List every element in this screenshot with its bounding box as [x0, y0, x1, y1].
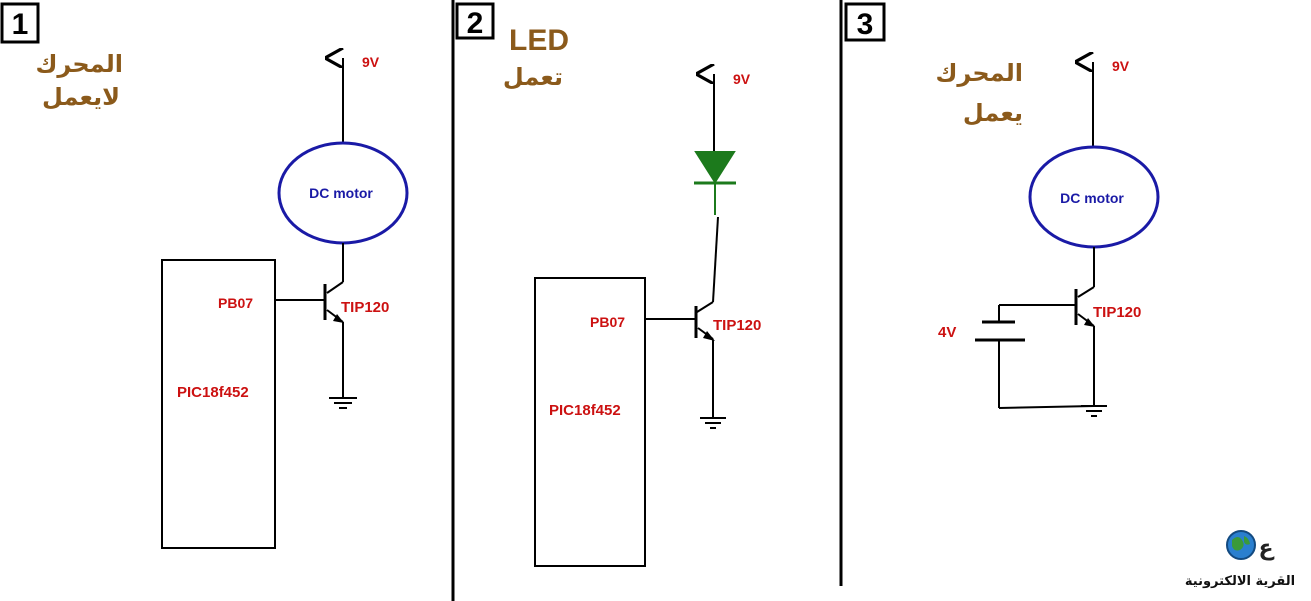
ground-icon	[329, 397, 357, 409]
battery-icon	[975, 304, 1095, 409]
panel-3: 3 المحرك يعمل 9V DC motor TIP120	[844, 2, 1160, 417]
status-line-1: المحرك	[935, 59, 1023, 87]
transistor-label: TIP120	[713, 317, 761, 334]
panel-number-box	[455, 2, 495, 40]
supply-label: 9V	[362, 54, 380, 70]
motor-label: DC motor	[1060, 190, 1124, 206]
logo-text: القرية الالكترونية	[1185, 574, 1295, 589]
status-line-2: لايعمل	[42, 83, 120, 111]
panel-1: 1 المحرك لايعمل 9V DC motor TIP120 PB07 …	[0, 2, 409, 549]
pic-chip	[534, 277, 646, 567]
pin-label: PB07	[218, 295, 253, 311]
collector	[696, 301, 714, 313]
emitter-arrow-icon	[1084, 318, 1095, 327]
logo: ع القرية الالكترونية	[1185, 530, 1295, 589]
status-line-1: LED	[509, 24, 569, 57]
supply-label: 9V	[1112, 58, 1130, 74]
panel-2: 2 LED تعمل 9V TIP120 PB07 PIC18f452	[455, 2, 761, 567]
chip-label: PIC18f452	[549, 402, 621, 419]
supply-label: 9V	[733, 71, 751, 87]
panel-number: 2	[467, 7, 484, 40]
pin-label: PB07	[590, 314, 625, 330]
logo-glyph: ع	[1258, 536, 1274, 561]
motor-label: DC motor	[309, 185, 373, 201]
panel-number-box	[844, 2, 886, 42]
battery-label: 4V	[938, 324, 956, 341]
led-icon	[694, 151, 736, 215]
emitter-arrow-icon	[333, 314, 344, 323]
panel-number-box	[0, 2, 40, 44]
status-line-2: تعمل	[503, 63, 563, 91]
collector	[326, 281, 344, 294]
ground-icon	[1081, 405, 1107, 417]
status-line-2: يعمل	[963, 99, 1023, 127]
transistor-label: TIP120	[1093, 304, 1141, 321]
ground-icon	[700, 417, 726, 429]
collector	[1077, 286, 1095, 298]
panel-number: 1	[12, 8, 29, 41]
chip-label: PIC18f452	[177, 384, 249, 401]
panel-number: 3	[857, 8, 874, 41]
emitter-arrow-icon	[703, 331, 715, 341]
status-line-1: المحرك	[35, 50, 123, 78]
pic-chip	[161, 259, 276, 549]
transistor-label: TIP120	[341, 299, 389, 316]
